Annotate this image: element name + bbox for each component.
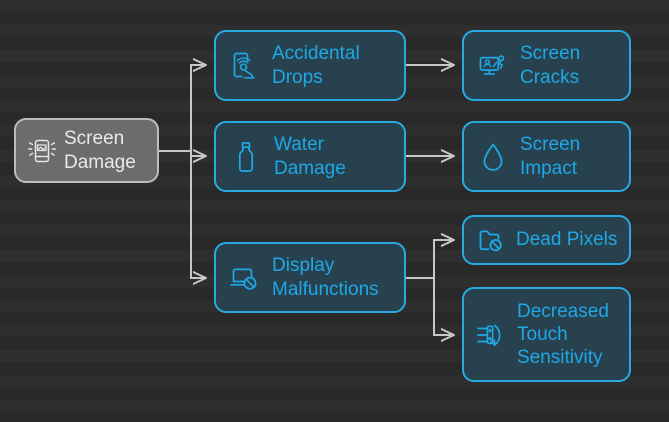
node-label: Screen Impact [520, 134, 581, 179]
node-label: Screen Damage [64, 128, 136, 173]
monitor-blocked-icon [228, 263, 262, 293]
cracked-phone-icon [28, 136, 56, 166]
node-label: Decreased Touch Sensitivity [517, 300, 609, 369]
node-label: Dead Pixels [516, 229, 618, 251]
monitor-crack-icon [476, 51, 510, 81]
node-water-damage[interactable]: Water Damage [214, 121, 406, 192]
node-label: Accidental Drops [272, 43, 360, 88]
node-label: Screen Cracks [520, 43, 581, 88]
node-label: Water Damage [274, 134, 346, 179]
node-screen-damage[interactable]: Screen Damage [14, 118, 159, 183]
node-label: Display Malfunctions [272, 255, 379, 300]
phone-tap-icon [228, 49, 262, 83]
node-accidental-drops[interactable]: Accidental Drops [214, 30, 406, 101]
node-display-malfunctions[interactable]: Display Malfunctions [214, 242, 406, 313]
water-bottle-icon [234, 140, 258, 174]
node-screen-impact[interactable]: Screen Impact [462, 121, 631, 192]
folder-blocked-icon [476, 225, 508, 255]
swipe-gesture-icon [474, 318, 508, 352]
node-decreased-touch-sensitivity[interactable]: Decreased Touch Sensitivity [462, 287, 631, 382]
node-screen-cracks[interactable]: Screen Cracks [462, 30, 631, 101]
node-dead-pixels[interactable]: Dead Pixels [462, 215, 631, 265]
water-droplet-icon [480, 141, 506, 173]
